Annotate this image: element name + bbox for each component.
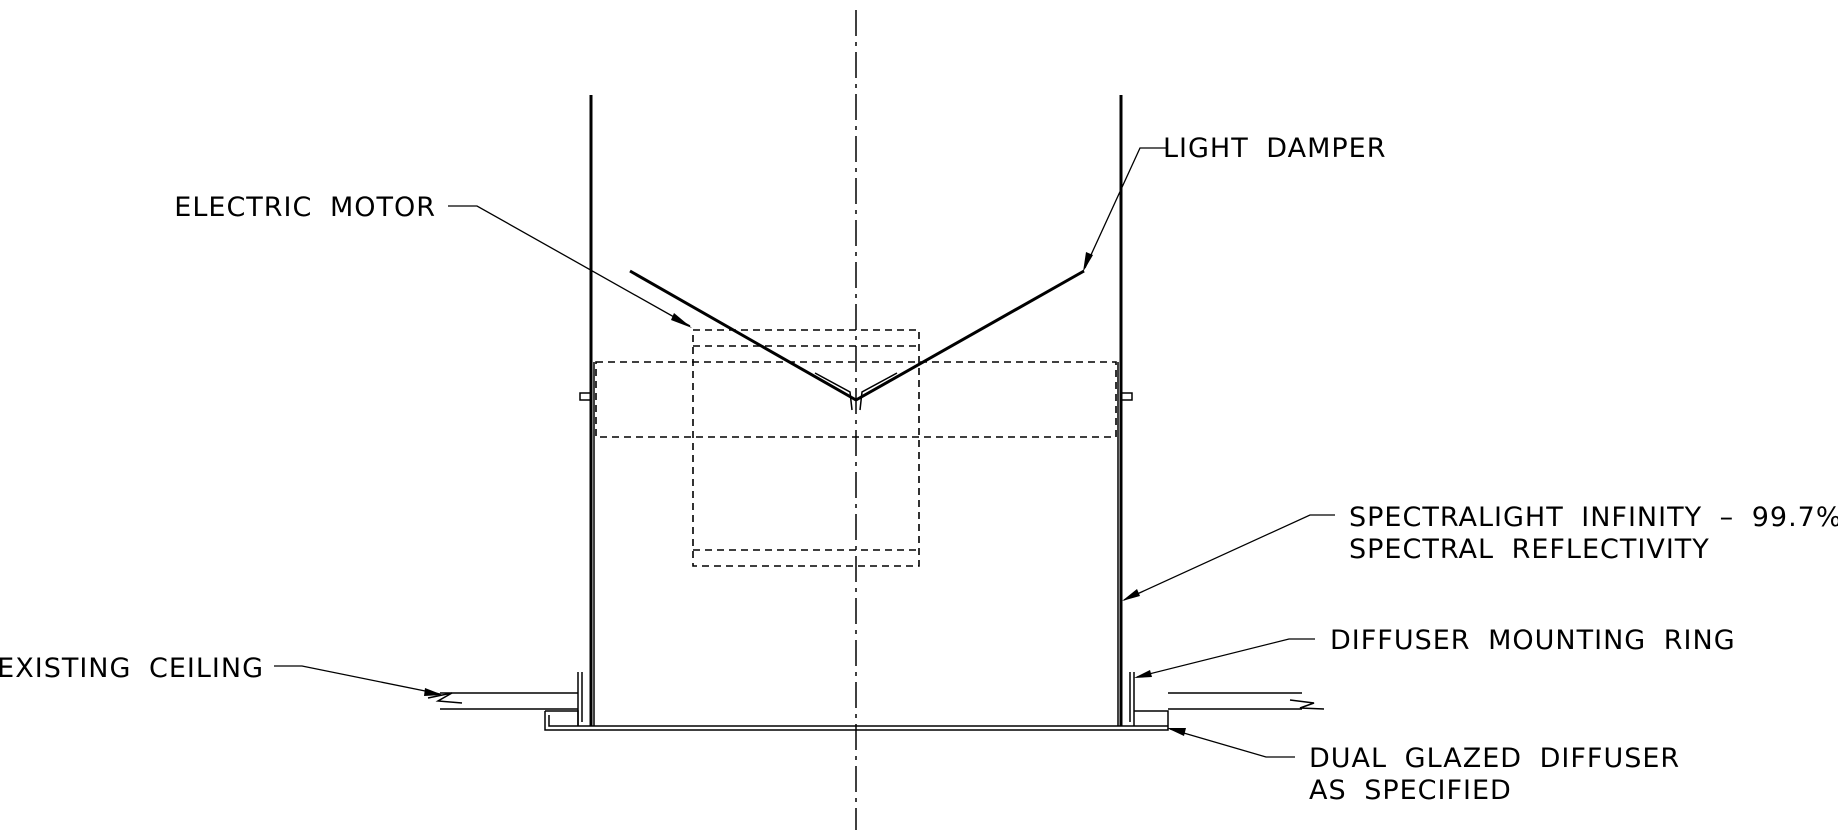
ceiling-left <box>440 692 578 710</box>
damper-blade-left <box>629 269 857 402</box>
tube-tab-left <box>579 392 591 401</box>
diffuser-label-line2: AS SPECIFIED <box>1309 775 1512 806</box>
mounting-ring-right <box>1129 672 1135 726</box>
diffuser-leader <box>1169 728 1295 758</box>
motor-housing <box>692 329 920 567</box>
mounting-ring-leader <box>1136 638 1315 678</box>
tube-arrowhead <box>1122 589 1140 601</box>
light-damper-label: LIGHT DAMPER <box>1163 133 1387 164</box>
ceiling-right <box>1168 692 1302 710</box>
diffuser-arrowhead <box>1167 728 1186 736</box>
damper-hinge-left <box>814 372 853 411</box>
existing-ceiling-label: EXISTING CEILING <box>0 653 264 684</box>
electric-motor-leader <box>448 205 691 327</box>
ceiling-break-left <box>427 692 463 704</box>
mounting-ring-arrowhead <box>1134 670 1152 678</box>
tube-tab-right <box>1121 392 1133 401</box>
electric-motor-label: ELECTRIC MOTOR <box>174 192 436 223</box>
mounting-ring-label: DIFFUSER MOUNTING RING <box>1330 625 1736 656</box>
damper-hinge-right <box>859 372 898 411</box>
existing-ceiling-arrowhead <box>424 688 443 696</box>
tube-leader <box>1123 514 1335 601</box>
existing-ceiling-leader <box>274 665 441 695</box>
tube-label-line1: SPECTRALIGHT INFINITY – 99.7% <box>1349 502 1838 533</box>
damper-housing <box>595 361 1117 438</box>
damper-blade-right <box>855 269 1085 402</box>
ceiling-break-right <box>1289 699 1325 710</box>
light-damper-arrowhead <box>1083 252 1093 272</box>
light-damper-leader <box>1084 147 1168 269</box>
diffuser-label-line1: DUAL GLAZED DIFFUSER <box>1309 743 1680 774</box>
tube-label-line2: SPECTRAL REFLECTIVITY <box>1349 534 1710 565</box>
electric-motor-arrowhead <box>671 313 692 328</box>
